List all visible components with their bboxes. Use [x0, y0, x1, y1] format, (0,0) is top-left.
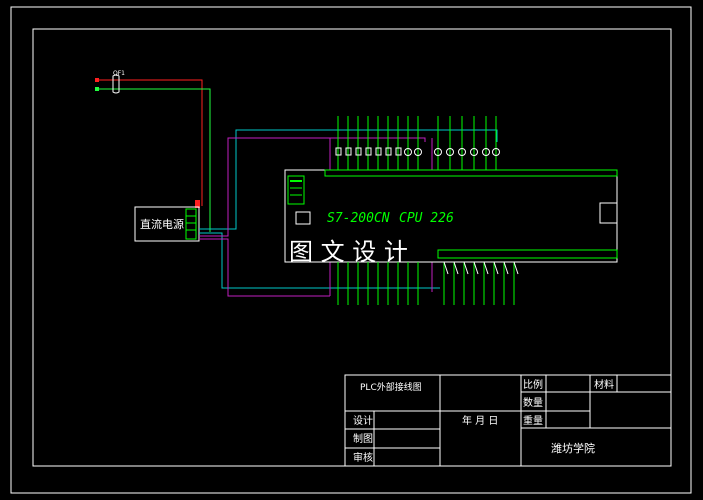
weight-label: 重量 [523, 414, 543, 427]
plc-model: S7-200CN [327, 211, 390, 226]
quantity-label: 数量 [523, 396, 543, 409]
sheet-border [10, 6, 692, 494]
scale-label: 比例 [523, 378, 543, 391]
school-name: 潍坊学院 [551, 441, 595, 455]
title-block [344, 374, 672, 467]
review-label: 审核 [353, 451, 373, 464]
magenta-wire-top [199, 137, 426, 237]
breaker-qf1: QF1 [95, 70, 128, 94]
cyan-wire-bottom [199, 232, 440, 289]
design-label: 设计 [353, 414, 373, 427]
cpu-model: CPU 226 [399, 211, 454, 226]
drawing-name: PLC外部接线图 [360, 381, 422, 393]
input-switches [443, 261, 519, 275]
green-wire [128, 88, 211, 232]
power-label: 直流电源 [140, 217, 184, 231]
input-terminals-bottom [337, 262, 515, 305]
red-wire [128, 79, 203, 206]
date-label: 年 月 日 [462, 414, 498, 427]
output-devices [335, 147, 500, 156]
dc-power-supply: 直流电源 [134, 206, 200, 242]
cyan-wire-top [199, 129, 498, 230]
output-terminals-top [337, 116, 497, 170]
watermark: 图 文 设 计 [289, 238, 408, 266]
material-label: 材料 [594, 378, 614, 391]
breaker-label: QF1 [113, 70, 125, 77]
plc-unit: S7-200CN CPU 226 [284, 169, 618, 263]
magenta-wire-bottom [199, 238, 330, 297]
drafting-label: 制图 [353, 432, 373, 445]
